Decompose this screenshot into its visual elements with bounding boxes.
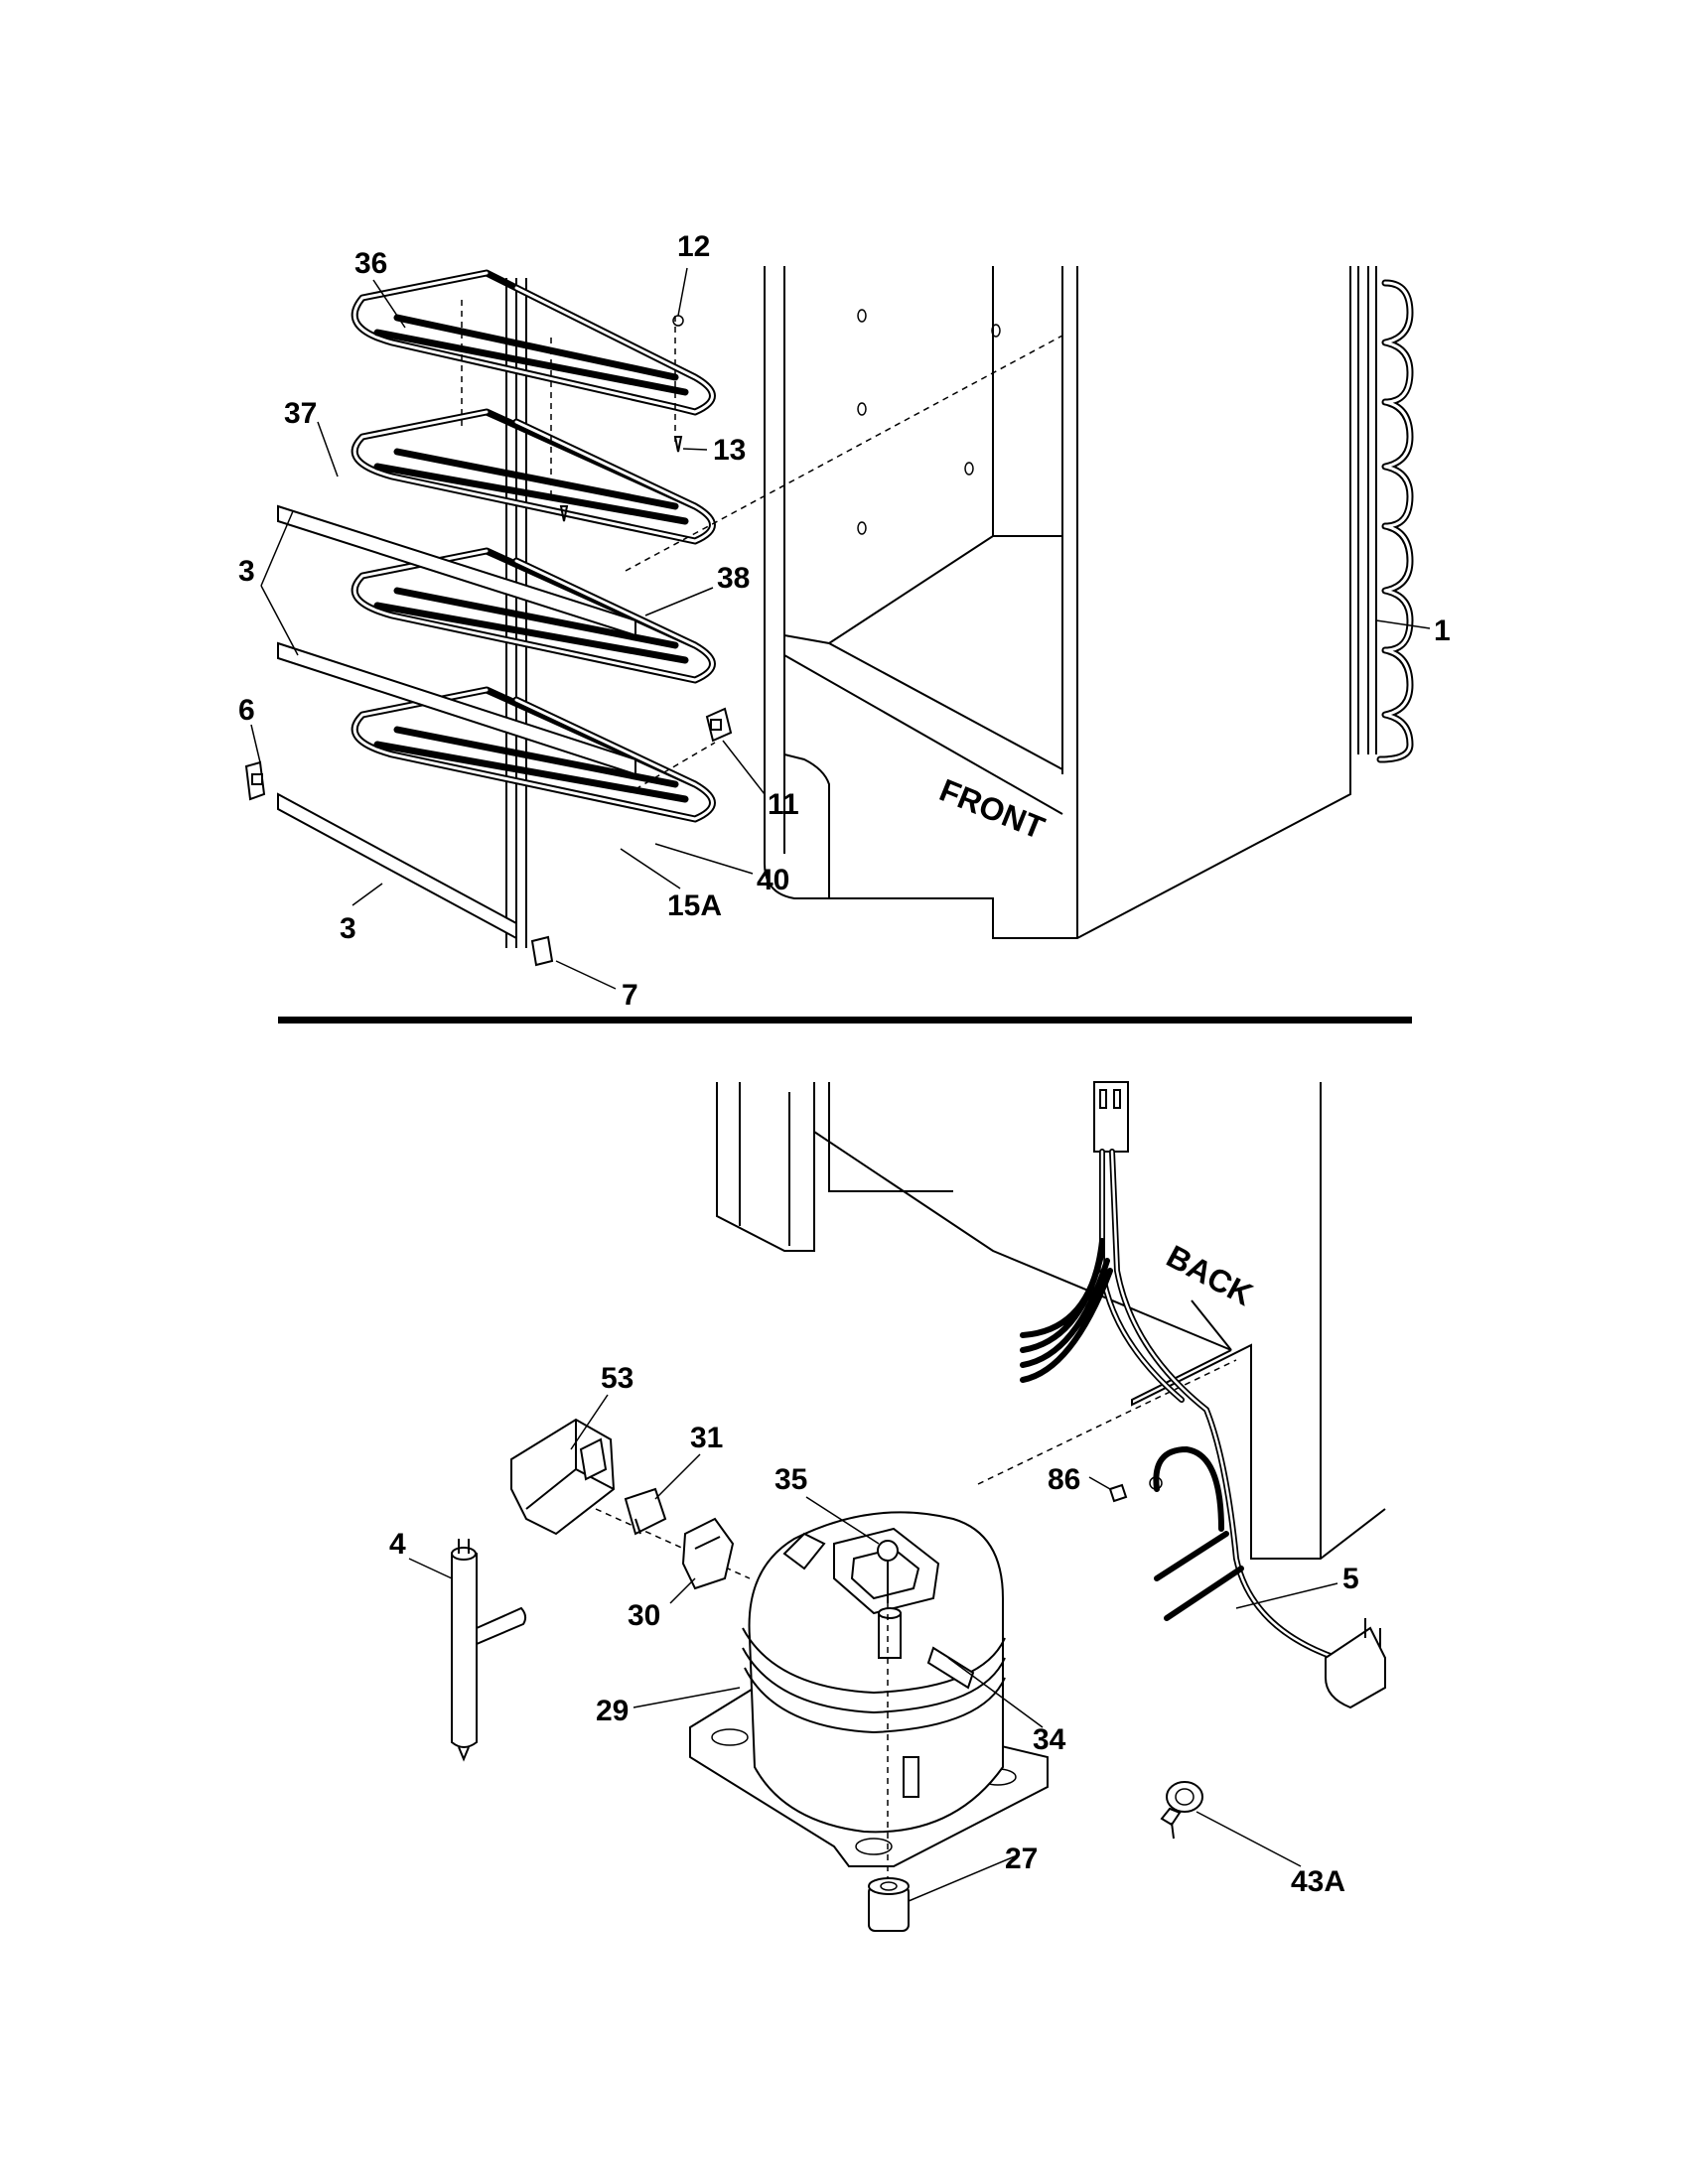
section-divider xyxy=(278,1017,1412,1024)
power-cord xyxy=(1020,1081,1386,1709)
callout-27: 27 xyxy=(1005,1843,1038,1875)
callout-30: 30 xyxy=(628,1599,660,1632)
top-leaders xyxy=(250,267,1431,990)
ground-screw-86 xyxy=(1088,1476,1163,1503)
relay-cover-53 xyxy=(510,1418,616,1536)
callout-34: 34 xyxy=(1033,1723,1066,1756)
grommet-27 xyxy=(868,1877,910,1932)
callout-29: 29 xyxy=(596,1695,629,1727)
callout-35: 35 xyxy=(774,1463,807,1496)
compressor xyxy=(595,1508,1049,1906)
callout-12: 12 xyxy=(677,230,710,263)
callout-6: 6 xyxy=(238,694,255,727)
callout-11: 11 xyxy=(768,788,799,821)
cabinet-liner: FRONT xyxy=(764,266,1351,939)
brackets-top xyxy=(244,315,733,967)
callout-43a: 43A xyxy=(1291,1865,1345,1898)
callout-36: 36 xyxy=(354,247,387,280)
evaporator-shelves xyxy=(351,269,1063,948)
drier-4 xyxy=(451,1539,527,1762)
callout-13: 13 xyxy=(713,434,746,467)
back-label: BACK xyxy=(1161,1238,1259,1312)
callout-86: 86 xyxy=(1048,1463,1080,1496)
front-label: FRONT xyxy=(934,772,1050,847)
callout-4: 4 xyxy=(389,1528,406,1561)
callout-3-upper: 3 xyxy=(238,555,255,588)
shelf-rails xyxy=(277,504,636,940)
callout-15a: 15A xyxy=(667,889,722,922)
callout-5: 5 xyxy=(1342,1563,1359,1595)
callout-38: 38 xyxy=(717,562,750,595)
callout-37: 37 xyxy=(284,397,317,430)
bottom-callouts: 53 31 35 86 4 5 30 29 34 27 43A xyxy=(389,1362,1359,1898)
callout-1: 1 xyxy=(1434,614,1451,647)
overload-31 xyxy=(624,1487,667,1536)
top-callouts: 36 12 37 13 3 38 1 6 11 40 15A 3 7 xyxy=(238,230,1451,1012)
clamp-43a xyxy=(1160,1781,1203,1840)
callout-40: 40 xyxy=(757,864,789,896)
condenser-coil xyxy=(1349,266,1414,763)
bottom-leaders xyxy=(408,1394,1338,1902)
callout-7: 7 xyxy=(622,979,638,1012)
callout-53: 53 xyxy=(601,1362,633,1395)
relay-30 xyxy=(681,1517,735,1590)
callout-3-lower: 3 xyxy=(340,912,356,945)
callout-31: 31 xyxy=(690,1422,723,1454)
